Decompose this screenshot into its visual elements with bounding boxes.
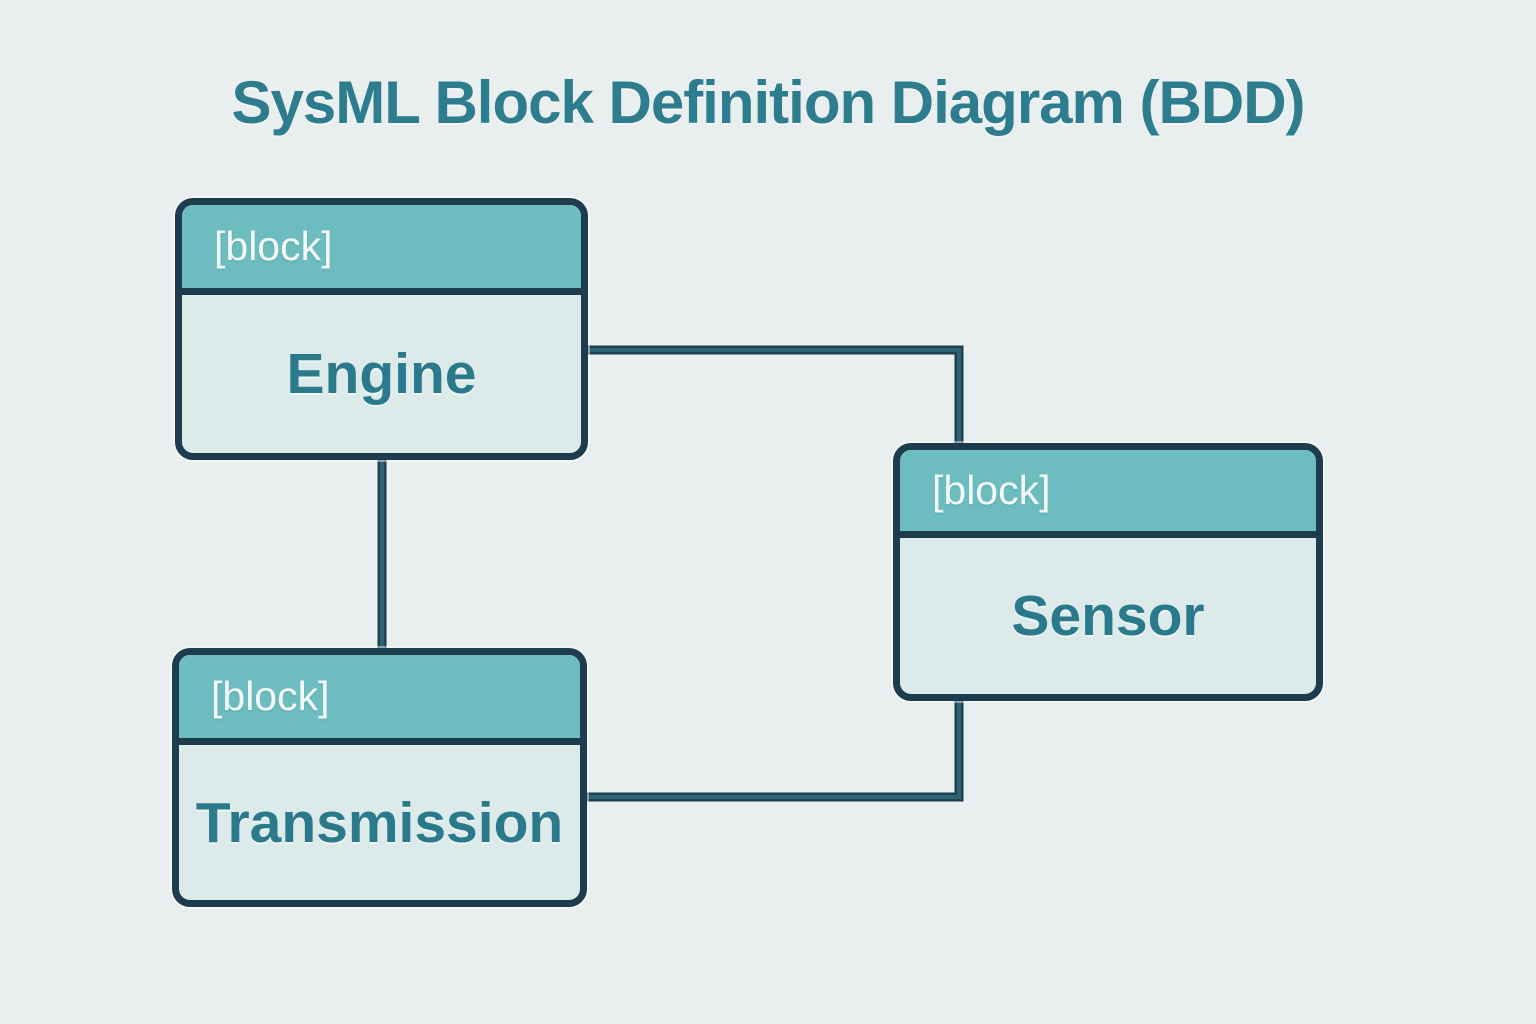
transmission-block-body: Transmission [179, 745, 580, 900]
sensor-block-header: [block] [900, 450, 1316, 538]
engine-stereotype-label: [block] [214, 223, 333, 269]
sensor-block-body: Sensor [900, 538, 1316, 694]
engine-name-label: Engine [286, 342, 477, 406]
transmission-block-header: [block] [179, 655, 580, 745]
transmission-name-label: Transmission [195, 790, 564, 855]
sensor-block: [block] Sensor [893, 443, 1323, 701]
engine-block-body: Engine [182, 295, 581, 453]
engine-block: [block] Engine [175, 198, 588, 460]
transmission-block: [block] Transmission [172, 648, 587, 907]
diagram-title: SysML Block Definition Diagram (BDD) [231, 69, 1305, 136]
transmission-stereotype-label: [block] [211, 673, 330, 719]
sensor-name-label: Sensor [1011, 584, 1205, 648]
engine-block-header: [block] [182, 205, 581, 295]
sensor-stereotype-label: [block] [932, 467, 1051, 513]
connector-engine-sensor [585, 345, 964, 448]
connector-transmission-sensor [583, 697, 964, 802]
